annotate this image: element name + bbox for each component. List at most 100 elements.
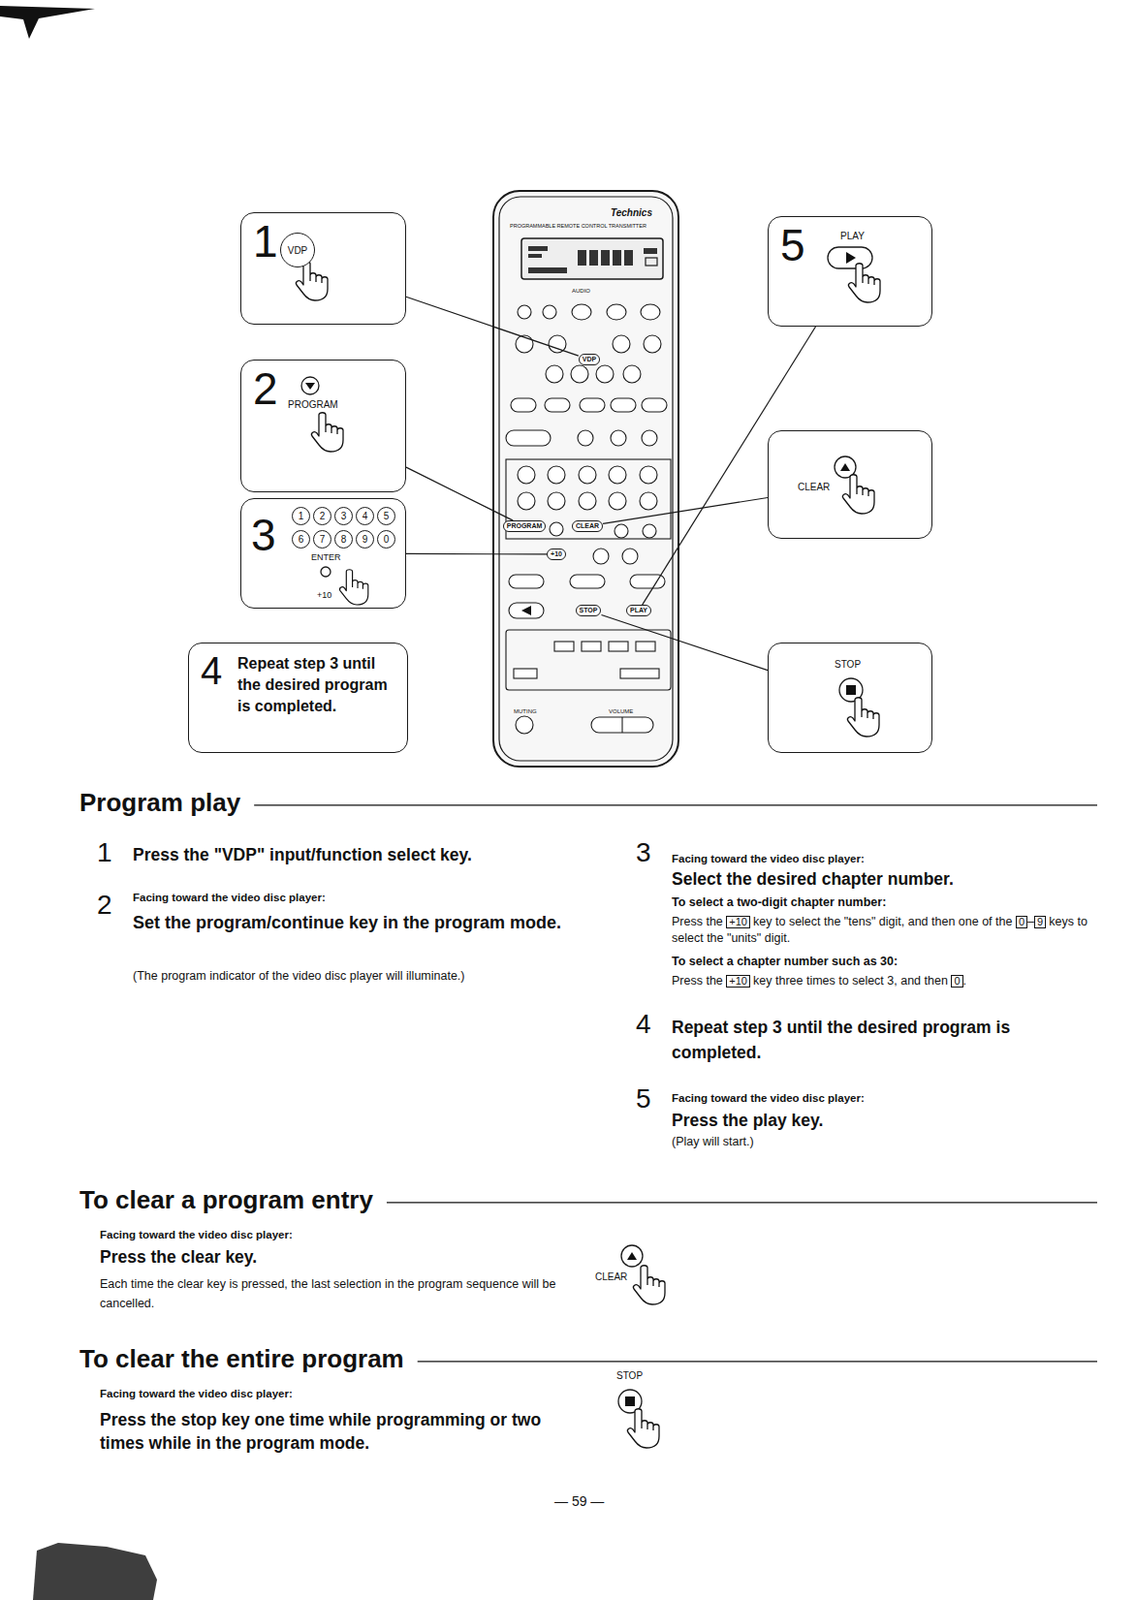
callout-icons bbox=[320, 567, 331, 577]
remote-buttons bbox=[517, 466, 536, 484]
leader-line bbox=[642, 326, 817, 605]
remote-buttons bbox=[549, 522, 564, 536]
remote-body bbox=[643, 248, 658, 254]
step-text: Press the clear key. bbox=[99, 1247, 257, 1267]
remote-buttons bbox=[521, 605, 532, 616]
key-digit: 9 bbox=[355, 530, 375, 549]
callout-note: Repeat step 3 until the desired program … bbox=[237, 653, 398, 718]
remote-buttons bbox=[641, 430, 658, 446]
scan-smudge bbox=[32, 1543, 158, 1600]
remote-buttons bbox=[581, 641, 601, 652]
callout-icons bbox=[305, 382, 316, 390]
remote-body bbox=[600, 250, 610, 266]
callout-box: 4 Repeat step 3 until the desired program… bbox=[188, 642, 409, 754]
scan-smudge bbox=[32, 1543, 158, 1600]
step-text: Press the stop key one time while progra… bbox=[99, 1408, 566, 1455]
key-label: STOP bbox=[834, 659, 861, 670]
step-text: Set the program/continue key in the prog… bbox=[132, 911, 574, 935]
remote-buttons bbox=[608, 466, 627, 484]
remote-buttons bbox=[639, 466, 658, 484]
remote-buttons bbox=[508, 602, 544, 619]
callout-number: 5 bbox=[780, 220, 806, 271]
remote-buttons bbox=[571, 304, 592, 320]
remote-buttons bbox=[517, 305, 532, 319]
step-number: 1 bbox=[96, 837, 113, 869]
step-condition: Facing toward the video disc player: bbox=[99, 1387, 293, 1401]
step-note: . bbox=[963, 974, 967, 988]
remote-buttons bbox=[635, 641, 656, 652]
remote-buttons bbox=[579, 398, 605, 412]
callout-box: 31234567890ENTER+10 bbox=[240, 498, 407, 609]
step-number: 3 bbox=[635, 837, 652, 869]
key-digit: 8 bbox=[334, 530, 353, 549]
step-subheading: To select a two-digit chapter number: bbox=[671, 895, 886, 910]
remote-body bbox=[492, 189, 680, 768]
callout-box: STOP bbox=[767, 642, 933, 754]
remote-key: PLAY bbox=[626, 604, 652, 617]
callout-box: 2PROGRAM bbox=[240, 359, 407, 493]
remote-body bbox=[612, 250, 622, 266]
remote-key: CLEAR bbox=[571, 520, 603, 533]
remote-buttons bbox=[643, 335, 662, 353]
leader-line bbox=[406, 553, 547, 556]
leader-line bbox=[600, 614, 768, 670]
callout-icons bbox=[840, 463, 851, 472]
pressing-hand bbox=[311, 412, 344, 452]
remote-label: VOLUME bbox=[608, 708, 633, 716]
remote-body bbox=[589, 250, 599, 266]
remote-buttons bbox=[622, 548, 638, 565]
key-label: STOP bbox=[616, 1370, 643, 1383]
remote-label: AUDIO bbox=[571, 287, 591, 295]
remote-buttons bbox=[578, 466, 597, 484]
remote-buttons bbox=[517, 492, 536, 510]
step-condition: Facing toward the video disc player: bbox=[671, 1092, 865, 1105]
remote-buttons bbox=[505, 304, 671, 734]
step-condition: Facing toward the video disc player: bbox=[99, 1229, 293, 1242]
step-text: Repeat step 3 until the desired program … bbox=[671, 1014, 1104, 1066]
remote-buttons bbox=[578, 492, 597, 510]
key-label: ENTER bbox=[311, 553, 342, 564]
remote-buttons bbox=[614, 524, 629, 538]
remote-buttons bbox=[545, 365, 564, 383]
brand-name: Technics bbox=[610, 207, 653, 219]
callout-icons bbox=[301, 377, 319, 395]
section-rule bbox=[253, 804, 1098, 806]
key-digit: 4 bbox=[355, 506, 375, 526]
callout-number: 4 bbox=[200, 649, 222, 693]
callout-number: 1 bbox=[252, 217, 279, 267]
step-note: Each time the clear key is pressed, the … bbox=[99, 1274, 575, 1314]
key-name: +10 bbox=[725, 975, 751, 988]
remote-buttons bbox=[621, 717, 623, 733]
remote-buttons bbox=[542, 305, 557, 319]
remote-key: VDP bbox=[578, 353, 600, 366]
remote-buttons bbox=[554, 641, 574, 652]
pressing-hand bbox=[842, 474, 875, 514]
step-note: Press the bbox=[671, 914, 724, 929]
remote-buttons bbox=[596, 365, 614, 383]
key-label: +10 bbox=[316, 591, 332, 601]
step-note: (The program indicator of the video disc… bbox=[132, 969, 599, 983]
remote-buttons bbox=[570, 365, 589, 383]
key-label: CLEAR bbox=[797, 481, 830, 493]
step-subheading: To select a chapter number such as 30: bbox=[671, 954, 898, 969]
remote-buttons bbox=[610, 398, 636, 412]
remote-buttons bbox=[593, 548, 609, 565]
remote-control: TechnicsPROGRAMMABLE REMOTE CONTROL TRAN… bbox=[492, 189, 680, 768]
step-note: key three times to select 3, and then bbox=[753, 974, 948, 988]
callout-icons bbox=[625, 1396, 635, 1407]
step-note: key to select the "tens" digit, and then… bbox=[753, 914, 1012, 929]
pressing-hand bbox=[847, 697, 880, 737]
key-digit: 0 bbox=[377, 530, 396, 549]
remote-buttons bbox=[641, 398, 667, 412]
remote-buttons bbox=[513, 668, 537, 679]
section-heading: Program play bbox=[79, 788, 241, 819]
page-number: — 59 — bbox=[554, 1493, 604, 1510]
remote-buttons bbox=[591, 717, 654, 733]
key-digit: 2 bbox=[313, 506, 332, 526]
callout-box: CLEAR bbox=[767, 430, 933, 539]
step-number: 4 bbox=[635, 1008, 652, 1041]
corner-mark bbox=[0, 5, 95, 39]
remote-buttons bbox=[515, 335, 534, 353]
remote-body bbox=[528, 246, 548, 252]
key-label: CLEAR bbox=[595, 1271, 628, 1284]
